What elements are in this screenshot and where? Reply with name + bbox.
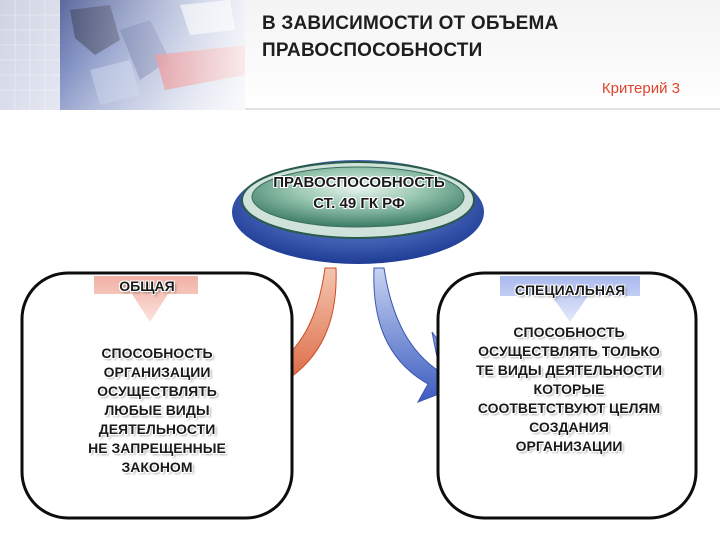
center-face	[251, 166, 465, 228]
right-body-line: ОРГАНИЗАЦИИ	[515, 438, 623, 454]
center-line-2: СТ. 49 ГК РФ	[313, 195, 405, 212]
title-line-2: ПРАВОСПОСОБНОСТИ	[262, 40, 483, 61]
slide-title: В ЗАВИСИМОСТИ ОТ ОБЪЕМА ПРАВОСПОСОБНОСТИ	[262, 10, 702, 64]
right-heading: СПЕЦИАЛЬНАЯ	[514, 282, 626, 298]
left-body-line: ДЕЯТЕЛЬНОСТИ	[98, 421, 216, 437]
center-line-1: ПРАВОСПОСОБНОСТЬ	[273, 174, 445, 191]
right-body-line: СПОСОБНОСТЬ	[513, 324, 625, 340]
right-box	[436, 271, 698, 520]
right-body-line: СОЗДАНИЯ	[529, 419, 609, 435]
right-tab-arrow	[500, 276, 640, 322]
title-line-1: В ЗАВИСИМОСТИ ОТ ОБЪЕМА	[262, 13, 559, 34]
left-body-line: ЗАКОНОМ	[121, 459, 193, 475]
left-box	[20, 271, 294, 520]
left-body-line: ОСУЩЕСТВЛЯТЬ	[97, 383, 217, 399]
left-body-line: СПОСОБНОСТЬ	[101, 345, 213, 361]
left-body: СПОСОБНОСТЬ ОРГАНИЗАЦИИ ОСУЩЕСТВЛЯТЬ ЛЮБ…	[32, 344, 282, 477]
right-body-line: ТЕ ВИДЫ ДЕЯТЕЛЬНОСТИ	[475, 362, 663, 378]
right-body-line: СООТВЕТСТВУЮТ ЦЕЛЯМ	[477, 400, 661, 416]
right-body-line: ОСУЩЕСТВЛЯТЬ ТОЛЬКО	[478, 343, 660, 359]
criterion-label: Критерий 3	[601, 80, 680, 97]
left-body-line: НЕ ЗАПРЕЩЕННЫЕ	[88, 440, 226, 456]
right-body-line: КОТОРЫЕ	[533, 381, 605, 397]
header-photo	[0, 0, 245, 110]
left-body-line: ЛЮБЫЕ ВИДЫ	[104, 402, 210, 418]
left-body-line: ОРГАНИЗАЦИИ	[103, 364, 211, 380]
left-tab-arrow	[94, 276, 198, 322]
center-label: ПРАВОСПОСОБНОСТЬ СТ. 49 ГК РФ	[234, 172, 484, 214]
center-node	[232, 160, 484, 264]
right-body: СПОСОБНОСТЬ ОСУЩЕСТВЛЯТЬ ТОЛЬКО ТЕ ВИДЫ …	[446, 323, 692, 456]
left-heading: ОБЩАЯ	[119, 278, 175, 294]
header-band	[245, 0, 720, 110]
